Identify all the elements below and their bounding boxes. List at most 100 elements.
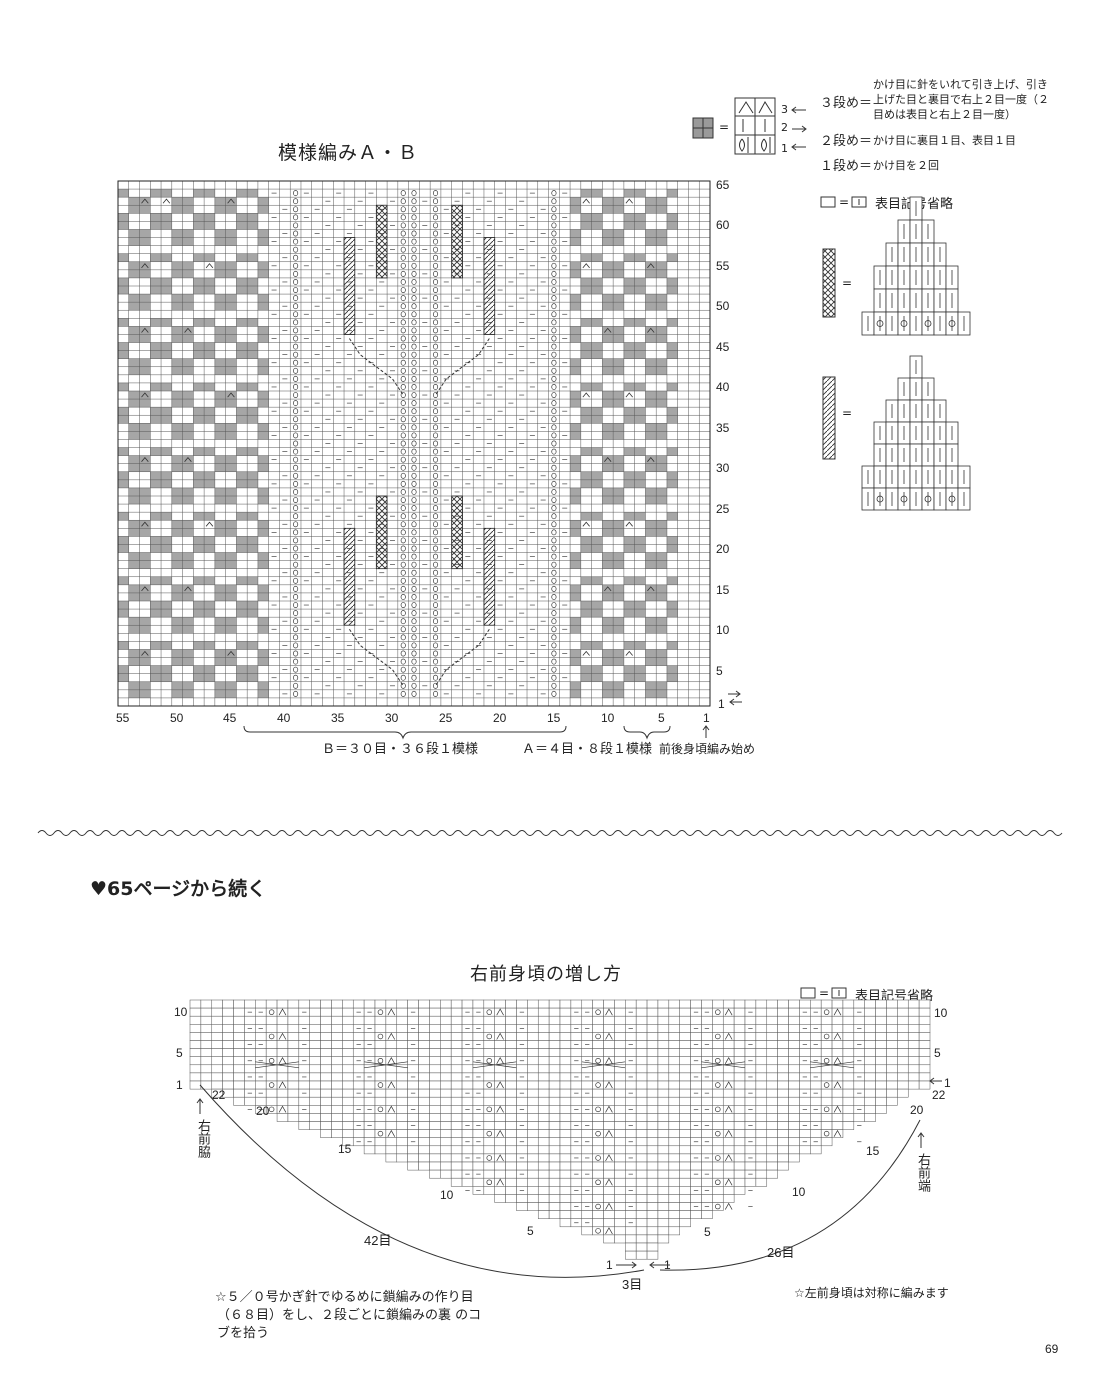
- grid-cell: [657, 1072, 670, 1082]
- gray-stitch-cell: [613, 552, 624, 561]
- gray-stitch-cell: [623, 382, 635, 391]
- gray-stitch-cell: [257, 423, 269, 432]
- gray-stitch-cell: [193, 471, 205, 480]
- decrease-mark: [387, 1129, 396, 1137]
- gray-stitch-cell: [236, 641, 248, 650]
- caption-pattern-a: Ａ＝４目・８段１模様: [522, 742, 653, 757]
- gray-stitch-cell: [656, 592, 667, 601]
- grid-cell: [309, 1007, 321, 1017]
- twisted-stitch-mark: [400, 367, 406, 374]
- gray-stitch-cell: [666, 601, 678, 610]
- gray-stitch-cell: [580, 221, 592, 230]
- gray-stitch-cell: [666, 512, 678, 521]
- grid-cell: [777, 999, 789, 1009]
- gray-stitch-cell: [128, 431, 140, 440]
- yarn-over-mark: [486, 1057, 493, 1064]
- gray-stitch-cell: [623, 350, 635, 359]
- gray-stitch-cell: [225, 496, 237, 505]
- grid-cell: [875, 1064, 887, 1074]
- gray-stitch-cell: [193, 318, 205, 327]
- gray-stitch-cell: [118, 415, 129, 424]
- grid-cell: [429, 1048, 441, 1057]
- twisted-stitch-mark: [293, 335, 299, 342]
- grid-cell: [342, 1056, 354, 1066]
- grid-cell: [875, 1040, 887, 1049]
- gray-stitch-cell: [257, 326, 269, 335]
- gray-stitch-cell: [139, 455, 151, 464]
- gray-stitch-cell: [150, 609, 162, 618]
- grid-cell: [320, 1072, 332, 1082]
- decrease-mark: [496, 1032, 504, 1040]
- gray-stitch-cell: [666, 665, 678, 674]
- grid-cell: [897, 1048, 909, 1057]
- twisted-stitch-mark: [293, 456, 299, 463]
- gray-stitch-cell: [182, 269, 194, 278]
- gray-stitch-cell: [645, 592, 657, 601]
- gray-stitch-cell: [236, 415, 248, 424]
- twisted-stitch-mark: [293, 424, 299, 431]
- gray-stitch-cell: [570, 689, 581, 698]
- grid-cell: [222, 1040, 234, 1049]
- grid-cell: [527, 1007, 539, 1017]
- gray-stitch-cell: [236, 673, 248, 682]
- gray-stitch-cell: [602, 269, 614, 278]
- grid-cell: [897, 1007, 909, 1017]
- grid-cell: [657, 1007, 670, 1017]
- gray-stitch-cell: [225, 326, 237, 335]
- gray-stitch-cell: [656, 657, 667, 666]
- grid-cell: [211, 1032, 223, 1041]
- gray-stitch-cell: [602, 552, 614, 561]
- grid-cell: [276, 1048, 289, 1057]
- grid-cell: [581, 1032, 593, 1041]
- count-right: 26目: [767, 1245, 795, 1260]
- decrease-mark: [227, 198, 235, 204]
- grid-cell: [494, 1072, 506, 1082]
- grid-cell: [385, 1072, 398, 1082]
- twisted-stitch-mark: [293, 287, 299, 293]
- gray-stitch-cell: [182, 294, 194, 303]
- grid-cell: [733, 1056, 746, 1066]
- grid-cell: [309, 1040, 321, 1049]
- decrease-mark: [141, 650, 149, 656]
- gray-stitch-cell: [570, 431, 581, 440]
- gray-stitch-cell: [613, 294, 624, 303]
- grid-cell: [429, 1007, 441, 1017]
- gray-stitch-cell: [602, 463, 614, 472]
- gray-stitch-cell: [656, 326, 667, 335]
- grid-cell: [211, 1064, 223, 1074]
- grid-cell: [842, 1048, 855, 1057]
- gray-stitch-cell: [257, 592, 269, 601]
- grid-cell: [200, 1024, 213, 1033]
- grid-cell: [537, 1064, 550, 1074]
- grid-cell: [875, 1056, 887, 1066]
- twisted-stitch-mark: [293, 303, 299, 310]
- grid-cell: [287, 1072, 300, 1082]
- grid-cell: [516, 1032, 528, 1041]
- gray-stitch-cell: [656, 261, 667, 270]
- gray-stitch-cell: [182, 237, 194, 246]
- grid-cell: [842, 1056, 855, 1066]
- yarn-over-mark: [268, 1106, 275, 1113]
- gray-stitch-cell: [591, 576, 603, 585]
- twisted-stitch-mark: [400, 351, 406, 358]
- gray-stitch-cell: [257, 496, 269, 505]
- gray-stitch-cell: [182, 463, 194, 472]
- gray-stitch-cell: [182, 520, 194, 529]
- gray-stitch-cell: [257, 689, 269, 698]
- decrease-mark: [278, 1081, 287, 1089]
- grid-cell: [766, 1024, 778, 1033]
- grid-cell: [200, 1032, 213, 1041]
- gray-stitch-cell: [118, 253, 129, 262]
- gray-stitch-cell: [257, 463, 269, 472]
- legend-row1-text: かけ目を２回: [873, 159, 939, 172]
- grid-cell: [352, 1015, 365, 1025]
- count-left: 42目: [364, 1233, 392, 1248]
- gray-stitch-cell: [139, 326, 151, 335]
- gray-stitch-cell: [580, 471, 592, 480]
- grid-cell: [505, 1056, 517, 1066]
- gray-stitch-cell: [193, 415, 205, 424]
- gray-stitch-cell: [182, 681, 194, 690]
- step-label-left: 10: [440, 1188, 454, 1202]
- grid-cell: [440, 1072, 452, 1082]
- gray-stitch-cell: [171, 455, 183, 464]
